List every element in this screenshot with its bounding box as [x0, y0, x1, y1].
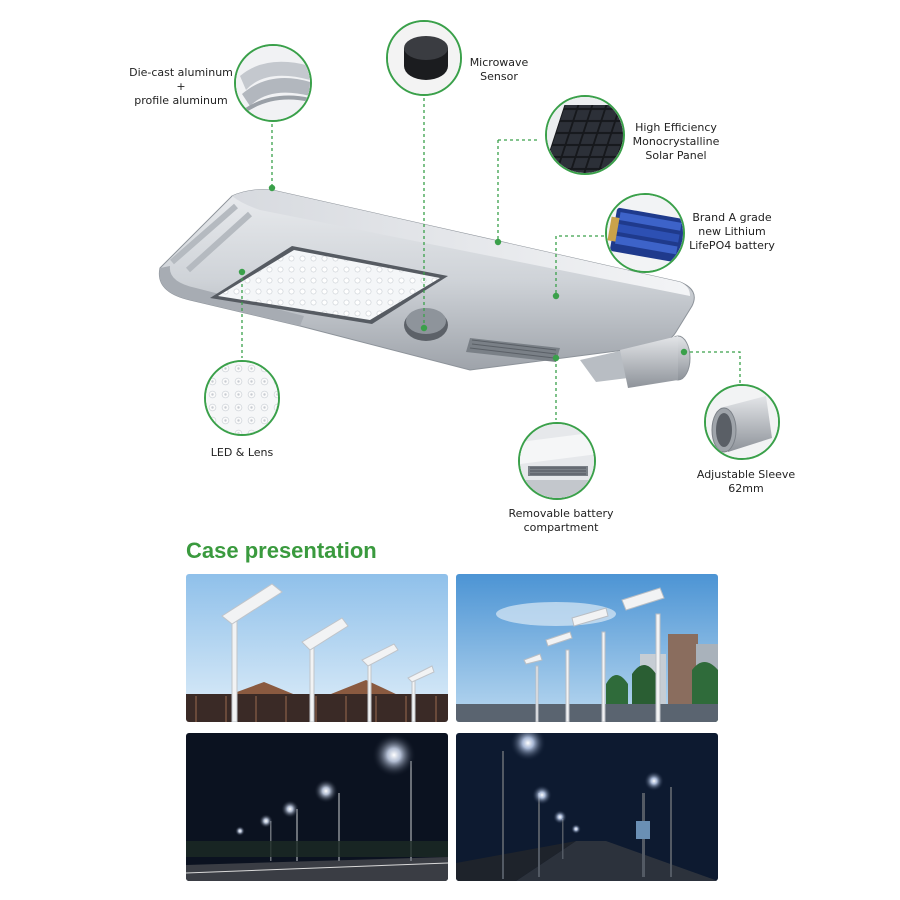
callout-connectors — [241, 98, 741, 420]
housing-label: Die-cast aluminum + profile aluminum — [129, 66, 233, 107]
sensor-label: Microwave Sensor — [469, 56, 529, 83]
case-photo-night-1 — [186, 733, 448, 881]
case-photo-night-2 — [456, 733, 718, 881]
solar-label: High Efficiency Monocrystalline Solar Pa… — [632, 121, 720, 162]
led-label: LED & Lens — [210, 446, 274, 459]
led-lens-circle — [204, 360, 280, 436]
housing-detail-circle — [234, 44, 312, 122]
sleeve-label: Adjustable Sleeve 62mm — [696, 468, 796, 495]
microwave-sensor-circle — [386, 20, 462, 96]
adjustable-sleeve-circle — [704, 384, 780, 460]
solar-panel-circle — [545, 95, 625, 175]
callout-dots — [238, 184, 688, 362]
product-diagram — [158, 98, 741, 420]
section-title: Case presentation — [186, 538, 377, 563]
case-photo-day-1 — [186, 574, 448, 722]
battery-label: Brand A grade new Lithium LifePO4 batter… — [689, 211, 775, 252]
case-photo-day-2 — [456, 574, 718, 722]
battery-compartment-circle — [518, 422, 596, 500]
compartment-label: Removable battery compartment — [508, 507, 614, 534]
lithium-battery-circle — [605, 193, 685, 273]
street-light-body — [158, 189, 695, 388]
